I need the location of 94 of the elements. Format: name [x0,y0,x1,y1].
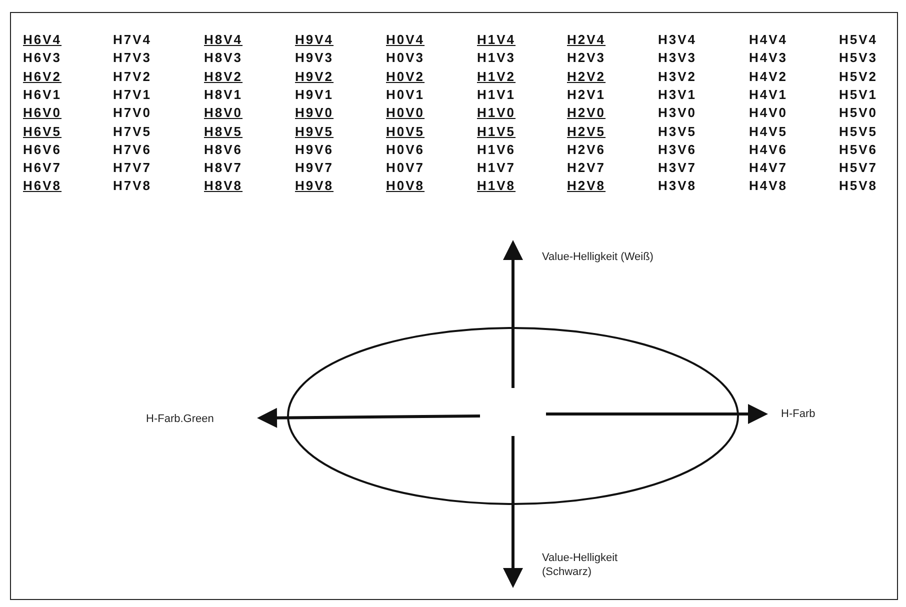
code-label: H3V3 [658,50,697,66]
code-label: H9V0 [295,105,334,120]
code-label: H7V5 [113,124,152,138]
code-label: H0V8 [386,178,425,194]
axis-label: Value-Helligkeit (Weiß) [542,250,654,264]
code-label: H6V2 [23,68,62,84]
code-label: H1V0 [477,105,516,120]
code-label: H7V6 [113,142,152,157]
code-label: H8V0 [204,105,243,120]
code-label: H0V5 [386,124,425,138]
code-label: H3V4 [658,32,697,47]
code-label: H1V4 [477,32,516,47]
code-label: H8V4 [204,32,243,47]
code-label: H4V2 [749,68,788,84]
code-label: H2V7 [567,160,606,176]
axis-label: H-Farb.Green [146,412,215,426]
code-label: H3V1 [658,86,697,102]
code-label: H0V7 [386,160,425,176]
code-label: H5V7 [839,160,878,176]
code-label: H1V3 [477,50,516,66]
code-label: H6V3 [23,50,62,66]
code-label: H1V6 [477,142,516,157]
code-label: H8V7 [204,160,243,176]
code-label: H2V0 [567,105,606,120]
code-label: H3V6 [658,142,697,157]
code-label: H2V4 [567,32,606,47]
code-label: H2V1 [567,86,606,102]
code-label: H0V1 [386,86,425,102]
code-label: H7V8 [113,178,152,194]
code-label: H6V1 [23,86,62,102]
code-label: H6V5 [23,124,62,138]
code-label: H3V8 [658,178,697,194]
code-label: H9V1 [295,86,334,102]
code-label: H8V2 [204,68,243,84]
code-label: H7V7 [113,160,152,176]
code-label: H0V0 [386,105,425,120]
code-label: H0V4 [386,32,425,47]
code-label: H2V2 [567,68,606,84]
code-label: H5V8 [839,178,878,194]
code-label: H4V1 [749,86,788,102]
code-label: H6V6 [23,142,62,157]
code-label: H4V8 [749,178,788,194]
code-label: H6V0 [23,105,62,120]
code-label: H9V2 [295,68,334,84]
code-label: H2V8 [567,178,606,194]
code-label: H4V7 [749,160,788,176]
code-label: H4V0 [749,105,788,120]
code-label: H8V1 [204,86,243,102]
code-label: H5V6 [839,142,878,157]
code-label: H7V4 [113,32,152,47]
code-label: H1V5 [477,124,516,138]
code-label: H9V3 [295,50,334,66]
code-label: H3V7 [658,160,697,176]
code-label: H1V1 [477,86,516,102]
code-label: H8V3 [204,50,243,66]
code-label: H5V4 [839,32,878,47]
code-label: H0V6 [386,142,425,157]
code-label: H9V4 [295,32,334,47]
code-label: H4V4 [749,32,788,47]
code-label: H5V5 [839,124,878,138]
code-label: H6V4 [23,32,62,47]
axis-label: Value-Helligkeit (Schwarz) [542,551,619,579]
code-label: H3V2 [658,68,697,84]
code-label: H6V7 [23,160,62,176]
code-label: H0V3 [386,50,425,66]
code-label: H6V8 [23,178,62,194]
code-label: H3V5 [658,124,697,138]
code-label: H9V6 [295,142,334,157]
code-label: H8V6 [204,142,243,157]
code-label: H1V2 [477,68,516,84]
axis-label: H-Farb [781,407,816,421]
code-label: H1V8 [477,178,516,194]
code-label: H7V2 [113,68,152,84]
code-label: H7V3 [113,50,152,66]
code-label: H9V8 [295,178,334,194]
code-label: H7V1 [113,86,152,102]
code-label: H5V0 [839,105,878,120]
code-label: H9V5 [295,124,334,138]
code-label: H5V3 [839,50,878,66]
code-label: H4V3 [749,50,788,66]
code-label: H2V5 [567,124,606,138]
code-label: H8V8 [204,178,243,194]
code-label: H5V1 [839,86,878,102]
code-label: H4V6 [749,142,788,157]
code-label: H4V5 [749,124,788,138]
code-label: H2V6 [567,142,606,157]
code-label: H3V0 [658,105,697,120]
code-label: H8V5 [204,124,243,138]
code-label: H5V2 [839,68,878,84]
code-label: H2V3 [567,50,606,66]
code-label: H0V2 [386,68,425,84]
code-label: H1V7 [477,160,516,176]
code-label: H9V7 [295,160,334,176]
code-label: H7V0 [113,105,152,120]
